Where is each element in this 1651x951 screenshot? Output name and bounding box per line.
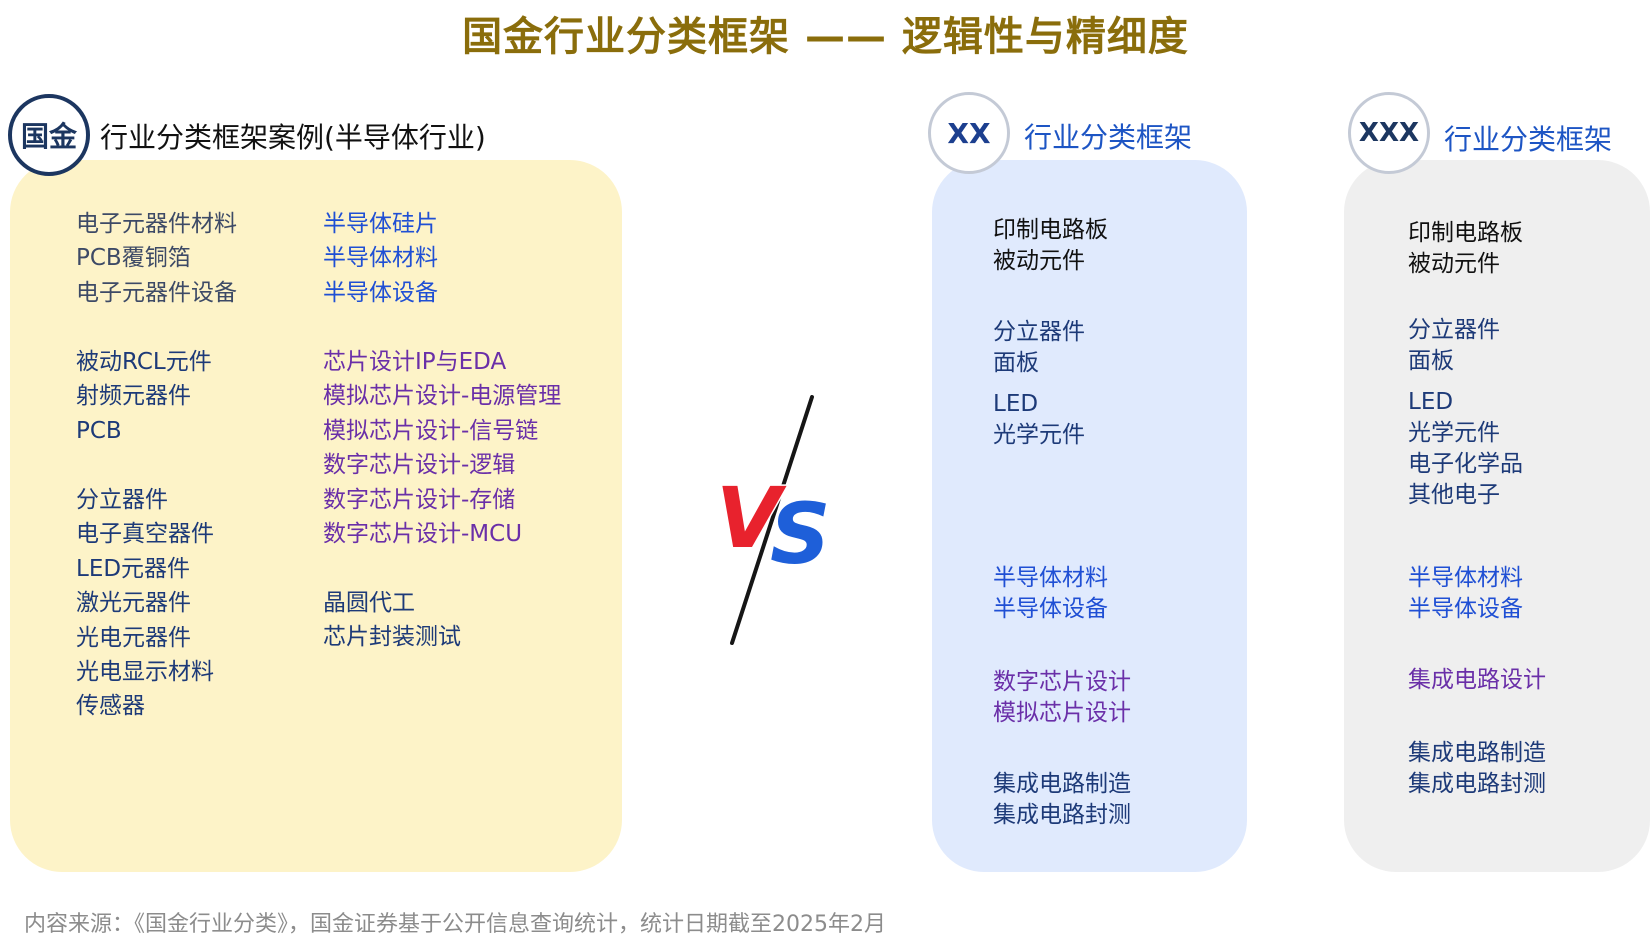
list-item: 面板	[1408, 348, 1454, 374]
list-item: 分立器件	[993, 319, 1085, 345]
list-item: 晶圆代工	[323, 590, 415, 616]
list-item: 激光元器件	[76, 590, 191, 617]
list-item: 光学元件	[1408, 420, 1500, 446]
xx-group-5: 数字芯片设计 模拟芯片设计	[993, 667, 1131, 729]
list-item: 集成电路封测	[1408, 771, 1546, 797]
guojin-left-group-3: 分立器件 电子真空器件 LED元器件 激光元器件 光电元器件 光电显示材料 传感…	[76, 483, 214, 724]
list-item: 分立器件	[1408, 317, 1500, 343]
list-item: 半导体设备	[993, 596, 1108, 622]
list-item: LED元器件	[76, 555, 191, 582]
list-item: 传感器	[76, 693, 145, 720]
list-item: 半导体设备	[323, 279, 438, 306]
xxx-panel	[1344, 160, 1650, 872]
list-item: 半导体设备	[1408, 596, 1523, 622]
list-item: PCB覆铜箔	[76, 245, 191, 272]
list-item: 光电显示材料	[76, 659, 214, 686]
xxx-group-2: 分立器件 面板	[1408, 315, 1500, 377]
xx-group-6: 集成电路制造 集成电路封测	[993, 769, 1131, 831]
list-item: 芯片设计IP与EDA	[323, 349, 507, 375]
vs-letter-s: S	[770, 485, 831, 583]
list-item: 被动元件	[993, 248, 1085, 274]
guojin-panel-title: 行业分类框架案例(半导体行业)	[100, 121, 486, 154]
list-item: 模拟芯片设计-电源管理	[323, 383, 562, 410]
list-item: 半导体材料	[1408, 565, 1523, 591]
xx-group-4: 半导体材料 半导体设备	[993, 563, 1108, 625]
xxx-panel-title: 行业分类框架	[1444, 123, 1613, 156]
list-item: 集成电路制造	[993, 771, 1131, 797]
guojin-right-group-1: 半导体硅片 半导体材料 半导体设备	[323, 207, 438, 310]
list-item: 电子元器件材料	[76, 211, 237, 237]
xxx-group-5: 集成电路设计	[1408, 665, 1546, 696]
source-note: 内容来源：《国金行业分类》，国金证券基于公开信息查询统计，统计日期截至2025年…	[24, 912, 886, 937]
xxx-group-6: 集成电路制造 集成电路封测	[1408, 738, 1546, 800]
list-item: 模拟芯片设计	[993, 700, 1131, 726]
xx-group-3: LED 光学元件	[993, 389, 1085, 451]
vs-graphic: V S	[715, 395, 832, 645]
list-item: 电子真空器件	[76, 521, 214, 548]
guojin-left-group-1: 电子元器件材料 PCB覆铜箔 电子元器件设备	[76, 207, 237, 310]
list-item: 芯片封装测试	[323, 624, 461, 651]
xxx-group-1: 印制电路板 被动元件	[1408, 218, 1523, 280]
xx-panel-title: 行业分类框架	[1024, 121, 1193, 154]
guojin-panel	[10, 160, 622, 872]
page-title: 国金行业分类框架 —— 逻辑性与精细度	[462, 14, 1189, 60]
guojin-badge: 国金	[8, 94, 90, 176]
list-item: 半导体硅片	[323, 211, 438, 237]
list-item: 光学元件	[993, 422, 1085, 448]
list-item: LED	[993, 391, 1039, 417]
list-item: 被动元件	[1408, 251, 1500, 277]
list-item: 分立器件	[76, 487, 168, 513]
list-item: 光电元器件	[76, 624, 191, 651]
list-item: 半导体材料	[323, 245, 438, 272]
list-item: 半导体材料	[993, 565, 1108, 591]
list-item: 数字芯片设计-MCU	[323, 521, 523, 548]
list-item: 数字芯片设计	[993, 669, 1131, 695]
list-item: 集成电路设计	[1408, 667, 1546, 693]
xx-panel	[932, 160, 1247, 872]
list-item: 印制电路板	[993, 217, 1108, 243]
vs-letter-v: V	[716, 469, 787, 567]
list-item: 电子化学品	[1408, 451, 1523, 477]
xx-group-2: 分立器件 面板	[993, 317, 1085, 379]
list-item: 电子元器件设备	[76, 279, 237, 306]
list-item: 集成电路制造	[1408, 740, 1546, 766]
list-item: PCB	[76, 417, 122, 444]
xxx-group-3: LED 光学元件 电子化学品 其他电子	[1408, 387, 1523, 511]
xx-badge: XX	[928, 92, 1010, 174]
guojin-right-group-2: 芯片设计IP与EDA 模拟芯片设计-电源管理 模拟芯片设计-信号链 数字芯片设计…	[323, 345, 561, 551]
list-item: 数字芯片设计-逻辑	[323, 452, 516, 479]
list-item: LED	[1408, 389, 1454, 415]
list-item: 集成电路封测	[993, 802, 1131, 828]
xx-group-1: 印制电路板 被动元件	[993, 215, 1108, 277]
list-item: 面板	[993, 350, 1039, 376]
guojin-right-group-3: 晶圆代工 芯片封装测试	[323, 586, 461, 655]
list-item: 射频元器件	[76, 383, 191, 410]
list-item: 模拟芯片设计-信号链	[323, 417, 539, 444]
guojin-left-group-2: 被动RCL元件 射频元器件 PCB	[76, 345, 212, 448]
list-item: 印制电路板	[1408, 220, 1523, 246]
vs-slash	[730, 395, 814, 645]
list-item: 数字芯片设计-存储	[323, 486, 516, 513]
xxx-badge: XXX	[1348, 92, 1430, 174]
list-item: 被动RCL元件	[76, 349, 212, 375]
list-item: 其他电子	[1408, 482, 1500, 508]
xxx-group-4: 半导体材料 半导体设备	[1408, 563, 1523, 625]
